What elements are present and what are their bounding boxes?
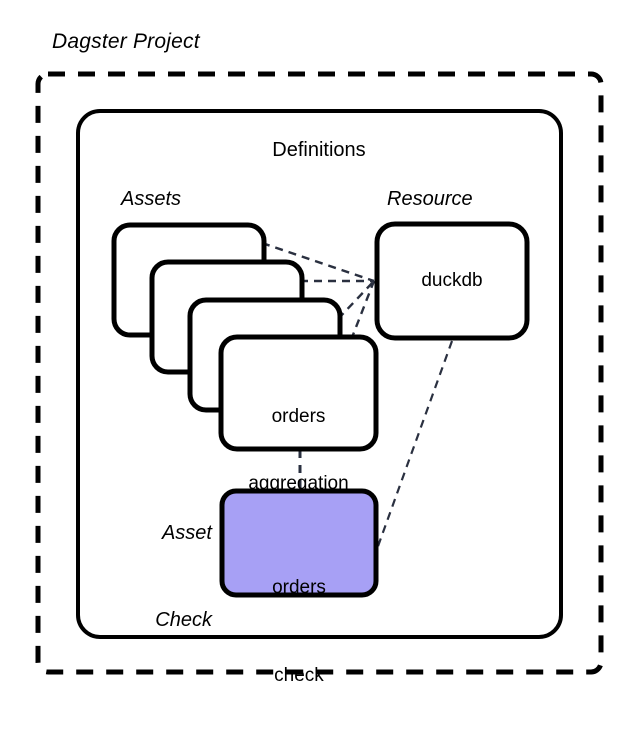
diagram-canvas: Dagster Project Definitions Assets Resou… <box>35 30 604 693</box>
connector-asset1-to-duckdb <box>261 241 375 283</box>
asset-check-orders-label-line2: check <box>274 665 324 687</box>
asset-card-4[interactable] <box>218 334 379 452</box>
definitions-label: Definitions <box>272 139 366 161</box>
assets-group-label: Assets <box>121 188 182 210</box>
asset-card-4-label-line2: aggregation <box>248 473 349 495</box>
connector-duckdb-to-orders-check <box>375 340 454 550</box>
diagram-svg <box>35 71 604 675</box>
outer-container-dagster-project <box>35 71 604 675</box>
asset-check-orders-box[interactable] <box>219 488 379 598</box>
resource-duckdb-label: duckdb <box>421 270 483 291</box>
connector-asset4-to-duckdb <box>349 280 376 341</box>
asset-check-group-label-line1: Asset <box>161 522 212 544</box>
asset-check-group-label: Asset Check <box>112 461 212 693</box>
asset-check-orders-label: orders check <box>222 514 376 750</box>
resource-group-label: Resource <box>387 188 473 210</box>
asset-check-orders-label-line1: orders <box>272 576 326 598</box>
connector-asset3-to-duckdb <box>337 280 375 320</box>
connector-group <box>261 241 454 550</box>
resource-duckdb-box[interactable] <box>374 221 530 341</box>
asset-card-4-label: orders aggregation <box>221 361 376 540</box>
page-title: Dagster Project <box>52 30 200 53</box>
asset-card-4-label-line1: orders <box>271 405 326 427</box>
asset-check-group-label-line2: Check <box>155 609 212 631</box>
